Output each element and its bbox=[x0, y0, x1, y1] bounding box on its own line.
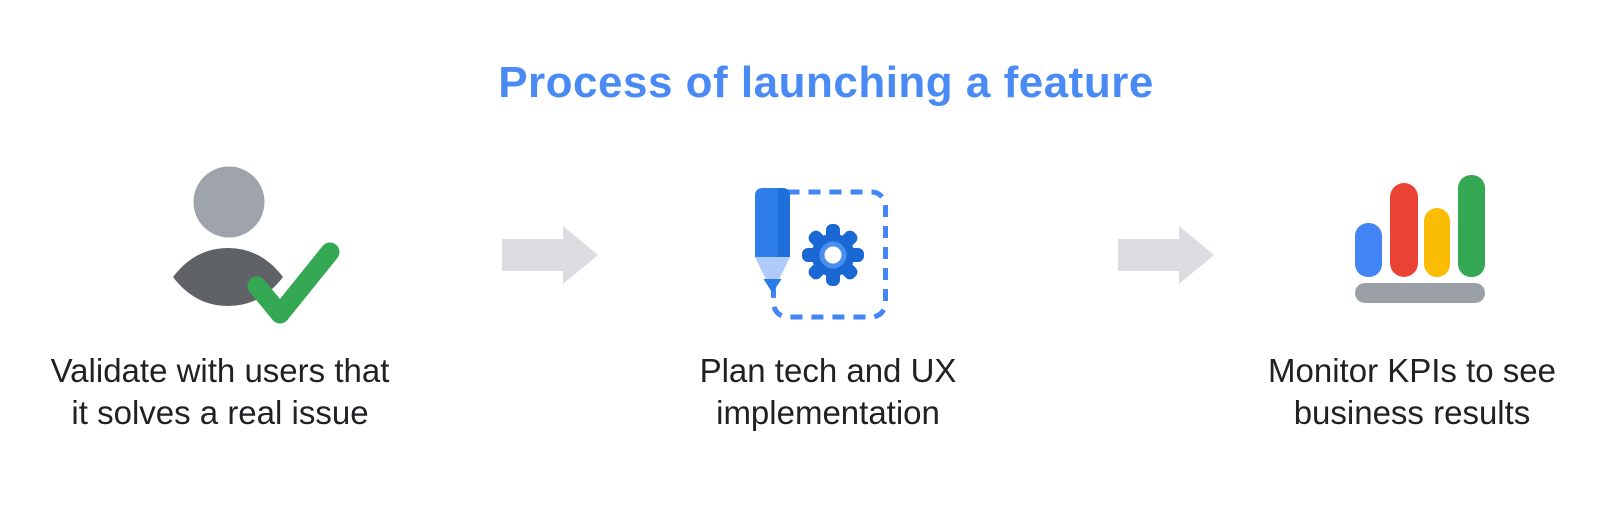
arrow-right-icon bbox=[1118, 226, 1214, 284]
step-label-plan: Plan tech and UX implementation bbox=[628, 350, 1028, 434]
bar-chart-icon bbox=[1355, 175, 1485, 303]
user-check-icon bbox=[173, 166, 340, 324]
step-label-line: Validate with users that bbox=[50, 352, 390, 389]
pencil-icon bbox=[755, 188, 790, 293]
step-label-line: implementation bbox=[716, 394, 940, 431]
step-label-validate: Validate with users that it solves a rea… bbox=[18, 350, 422, 434]
pencil-gear-icon bbox=[755, 188, 888, 320]
step-label-monitor: Monitor KPIs to see business results bbox=[1210, 350, 1600, 434]
step-label-line: business results bbox=[1293, 394, 1531, 431]
step-label-line: Plan tech and UX bbox=[699, 352, 957, 389]
step-label-line: it solves a real issue bbox=[71, 394, 369, 431]
diagram-title: Process of launching a feature bbox=[498, 58, 1154, 107]
arrow-right-icon bbox=[502, 226, 598, 284]
gear-icon bbox=[802, 224, 864, 286]
step-label-line: Monitor KPIs to see bbox=[1268, 352, 1556, 389]
